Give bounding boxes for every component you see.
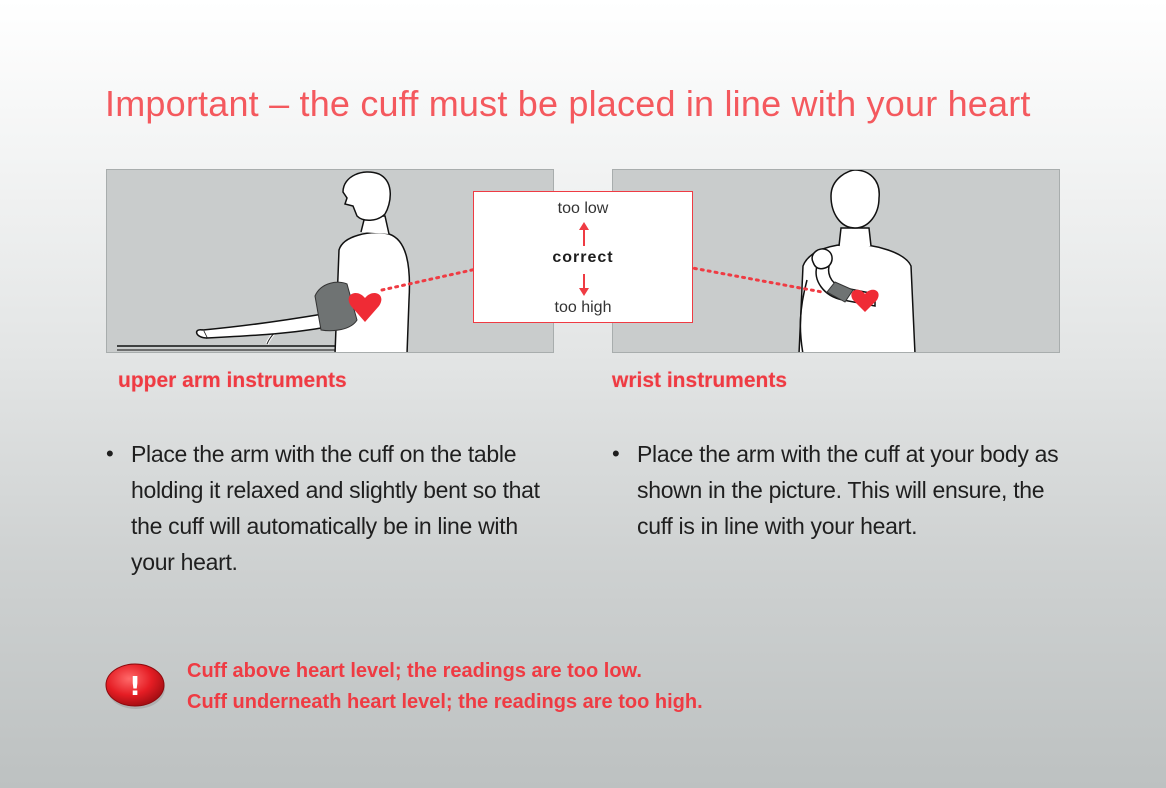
too-high-label: too high [554, 299, 612, 316]
level-arrows [579, 222, 589, 296]
warning-text: Cuff above heart level; the readings are… [187, 656, 703, 718]
level-callout: too low correct too high [473, 191, 693, 323]
wrist-instruction-text: Place the arm with the cuff at your body… [637, 441, 1059, 539]
correct-label: correct [552, 249, 614, 266]
upper-arm-caption: upper arm instruments [118, 369, 347, 392]
bullet-symbol: • [106, 441, 114, 466]
wrist-instruction: • Place the arm with the cuff at your bo… [612, 436, 1072, 544]
warning-line-2: Cuff underneath heart level; the reading… [187, 691, 703, 713]
page-title: Important – the cuff must be placed in l… [105, 83, 1031, 124]
bullet-symbol: • [612, 441, 620, 466]
too-low-label: too low [557, 200, 609, 217]
arrow-up-icon [579, 222, 589, 230]
exclamation-symbol: ! [129, 672, 141, 702]
upper-arm-instruction: • Place the arm with the cuff on the tab… [106, 436, 566, 580]
warning-line-1: Cuff above heart level; the readings are… [187, 660, 642, 682]
upper-arm-figure [117, 171, 411, 352]
wrist-caption: wrist instruments [612, 369, 788, 392]
arrow-down-icon [579, 288, 589, 296]
exclamation-icon: ! [105, 663, 165, 709]
wrist-figure [798, 170, 916, 352]
upper-arm-instruction-text: Place the arm with the cuff on the table… [131, 441, 540, 575]
